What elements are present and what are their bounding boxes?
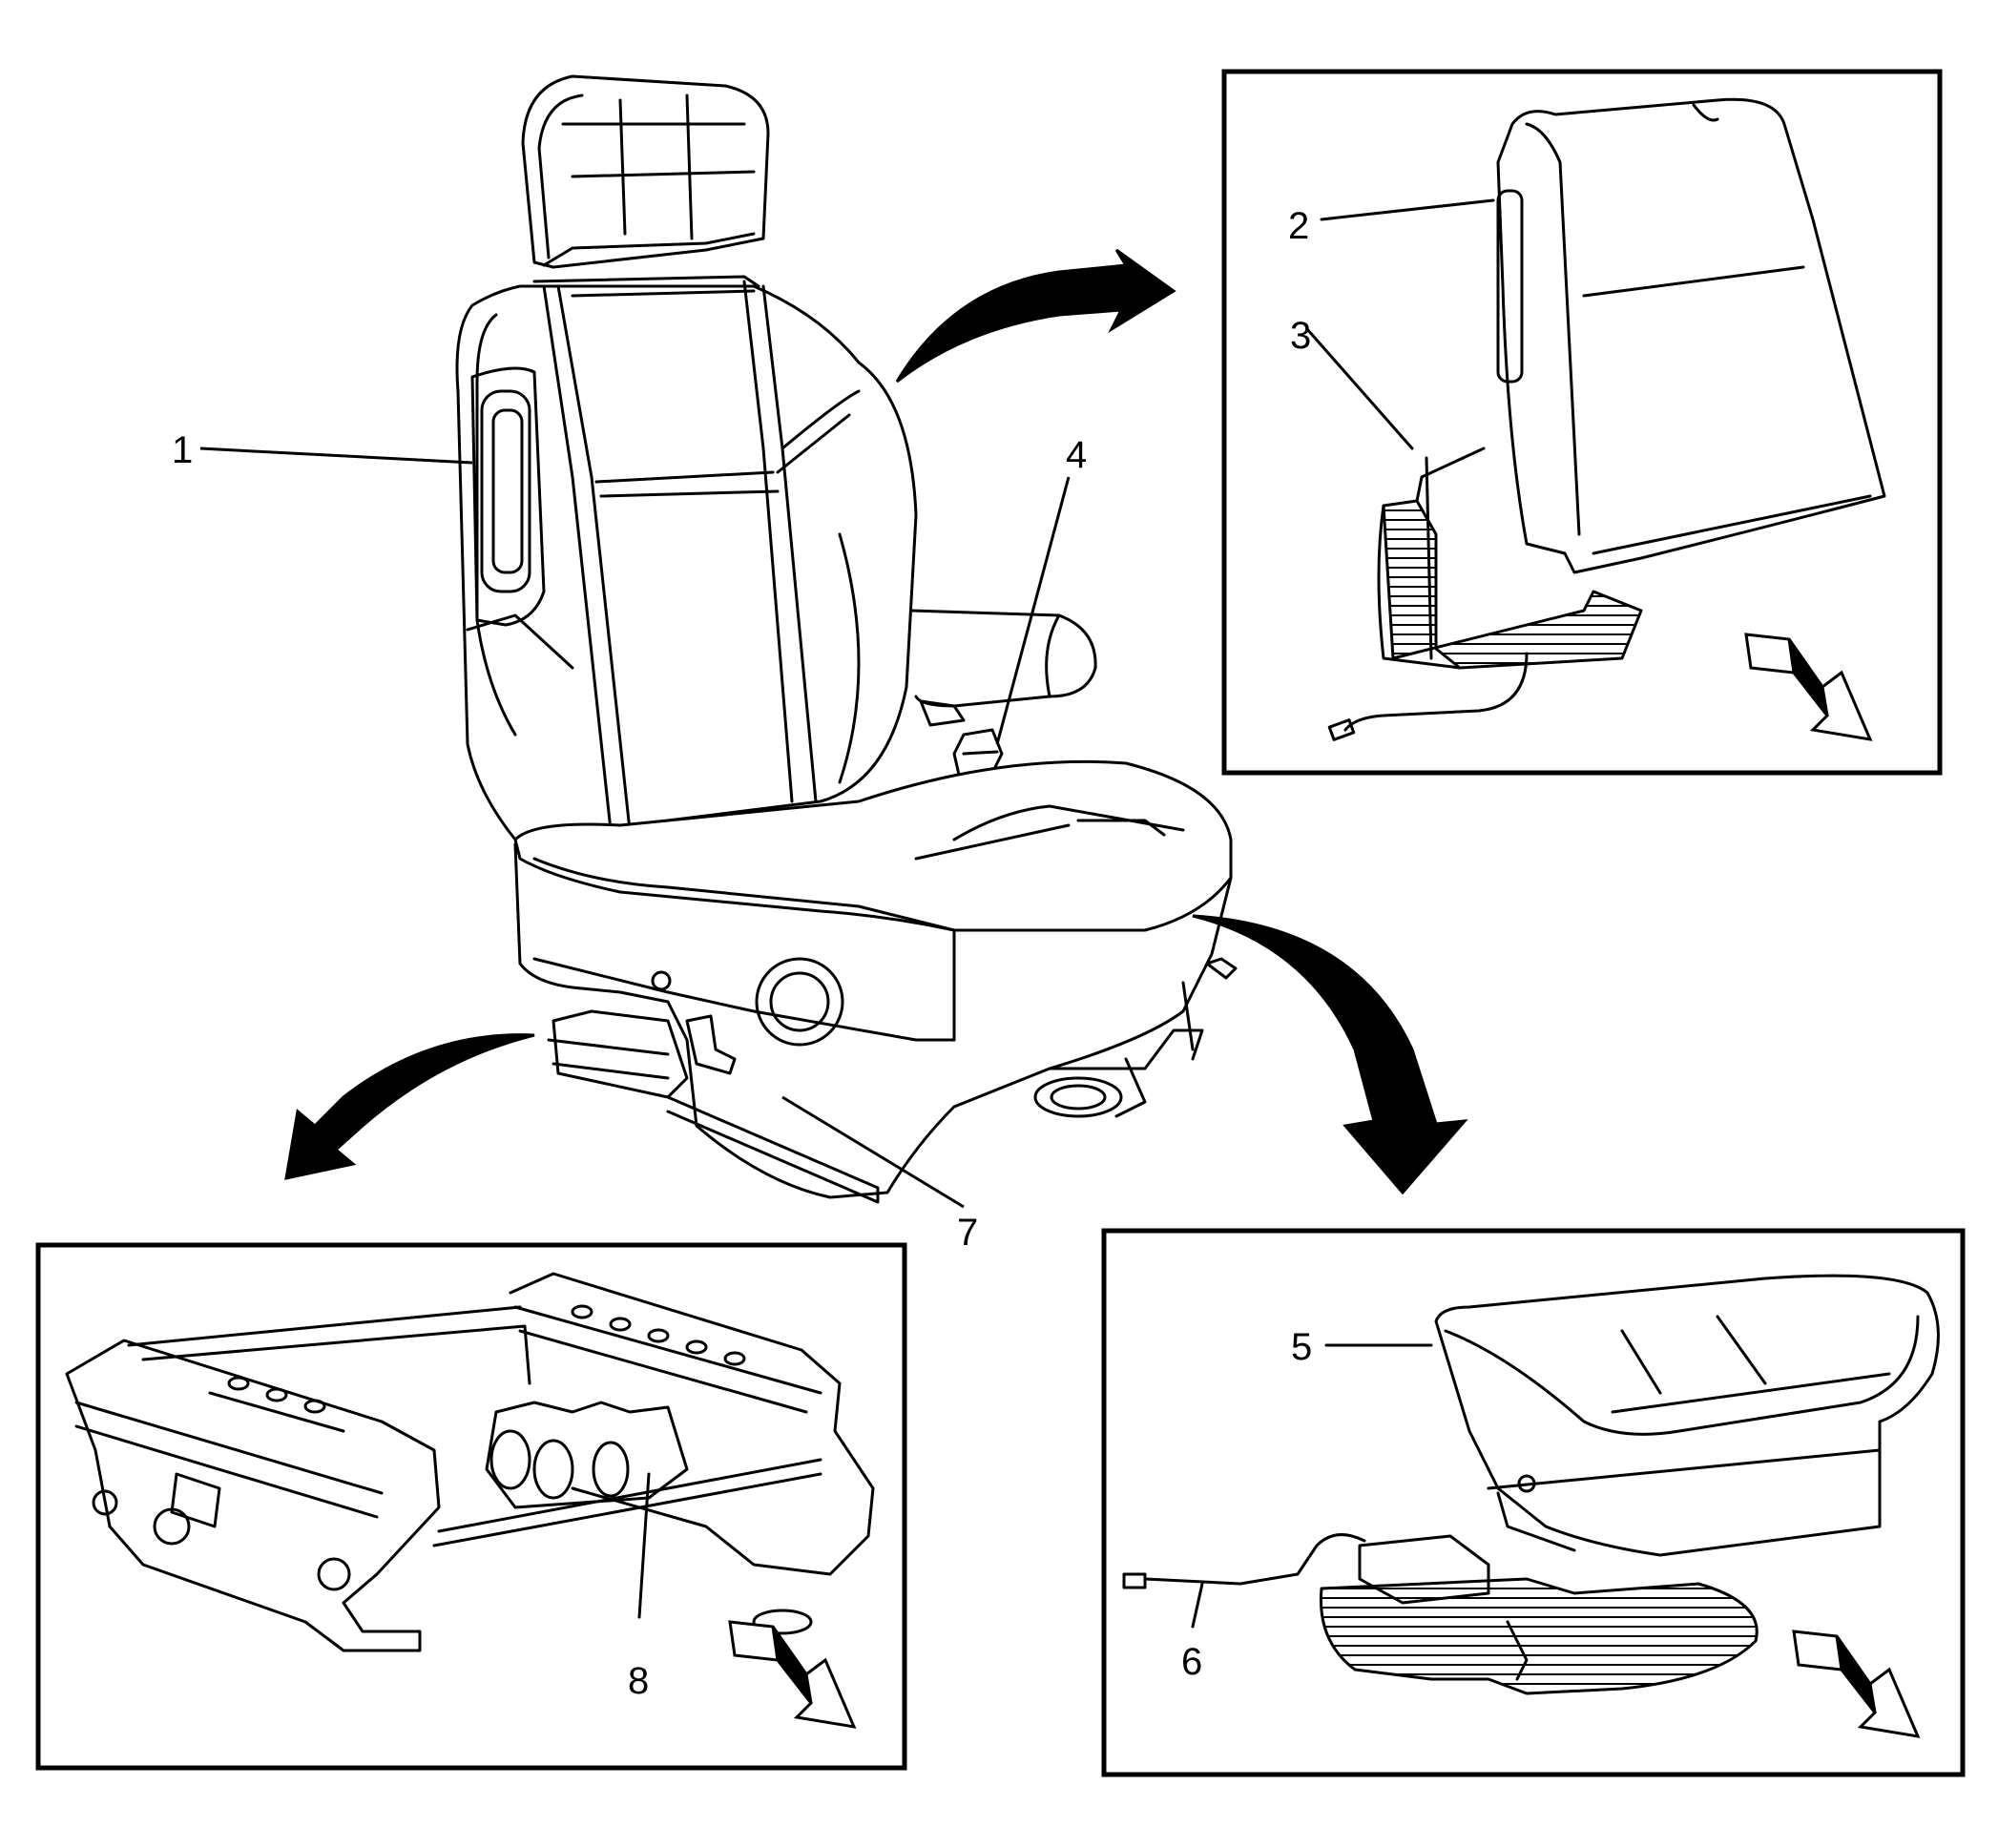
callout-3: 3 bbox=[1290, 315, 1311, 357]
inset-cushion-cover bbox=[1101, 1228, 1966, 1777]
armrest bbox=[909, 609, 1097, 727]
seat-base bbox=[513, 842, 1233, 1199]
curved-exploded-view-arrow-icon bbox=[1192, 914, 1468, 1195]
curved-exploded-view-arrows bbox=[284, 248, 1468, 1195]
seat-cushion bbox=[513, 759, 1233, 932]
seat-back bbox=[455, 275, 918, 841]
curved-exploded-view-arrow-icon bbox=[895, 248, 1176, 384]
callout-6: 6 bbox=[1181, 1641, 1202, 1683]
view-direction-arrow-icon bbox=[728, 1620, 857, 1729]
inset-seatback-cover bbox=[1221, 69, 1943, 776]
callout-labels: 1 2 3 4 5 6 7 8 bbox=[172, 205, 1312, 1702]
headrest bbox=[521, 74, 770, 269]
curved-exploded-view-arrow-icon bbox=[284, 1033, 535, 1180]
rail-slot-holes bbox=[227, 1304, 746, 1414]
seat-adjuster-mount bbox=[547, 957, 1238, 1204]
callout-7: 7 bbox=[957, 1212, 978, 1254]
callout-2: 2 bbox=[1288, 205, 1309, 247]
callout-8: 8 bbox=[628, 1660, 649, 1702]
inset-seat-adjuster bbox=[35, 1242, 907, 1771]
main-seat-assembly bbox=[455, 74, 1238, 1204]
callout-5: 5 bbox=[1291, 1326, 1312, 1368]
side-airbag-module bbox=[470, 366, 546, 627]
callout-1: 1 bbox=[172, 429, 193, 471]
callout-leaders bbox=[199, 446, 1071, 1209]
callout-4: 4 bbox=[1066, 434, 1087, 476]
view-direction-arrow-icon bbox=[1744, 633, 1873, 741]
view-direction-arrow-icon bbox=[1792, 1630, 1921, 1738]
